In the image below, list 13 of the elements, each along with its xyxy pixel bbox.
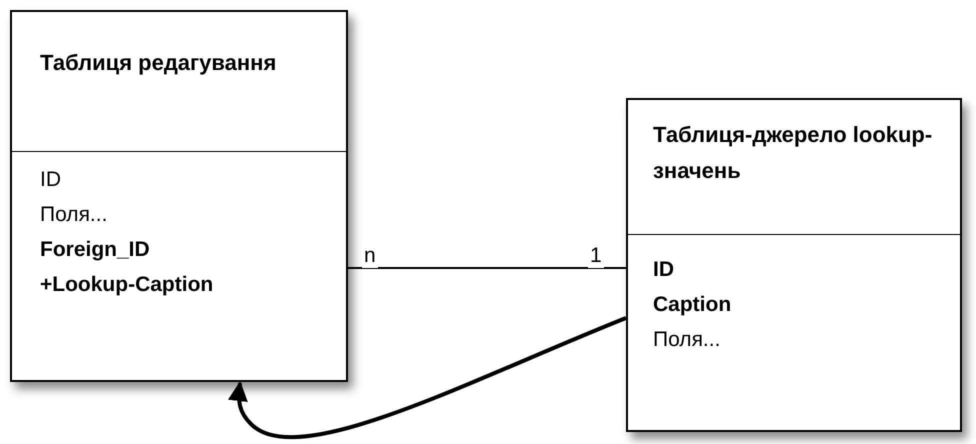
field-name: +Lookup-Caption [40,272,214,298]
field-name: ID [40,167,61,193]
field-name: Поля... [40,202,108,228]
table-title: Таблиця-джерело lookup-значень [653,121,934,185]
field-name: ID [653,257,674,283]
field-name: Foreign_ID [40,237,150,263]
arrow [228,316,627,439]
field-name: Поля... [653,327,720,353]
table-box [10,10,348,382]
table-box [626,98,962,432]
table-title: Таблиця редагування [40,49,278,77]
field-name: Caption [653,292,732,318]
connector-line [348,267,626,269]
